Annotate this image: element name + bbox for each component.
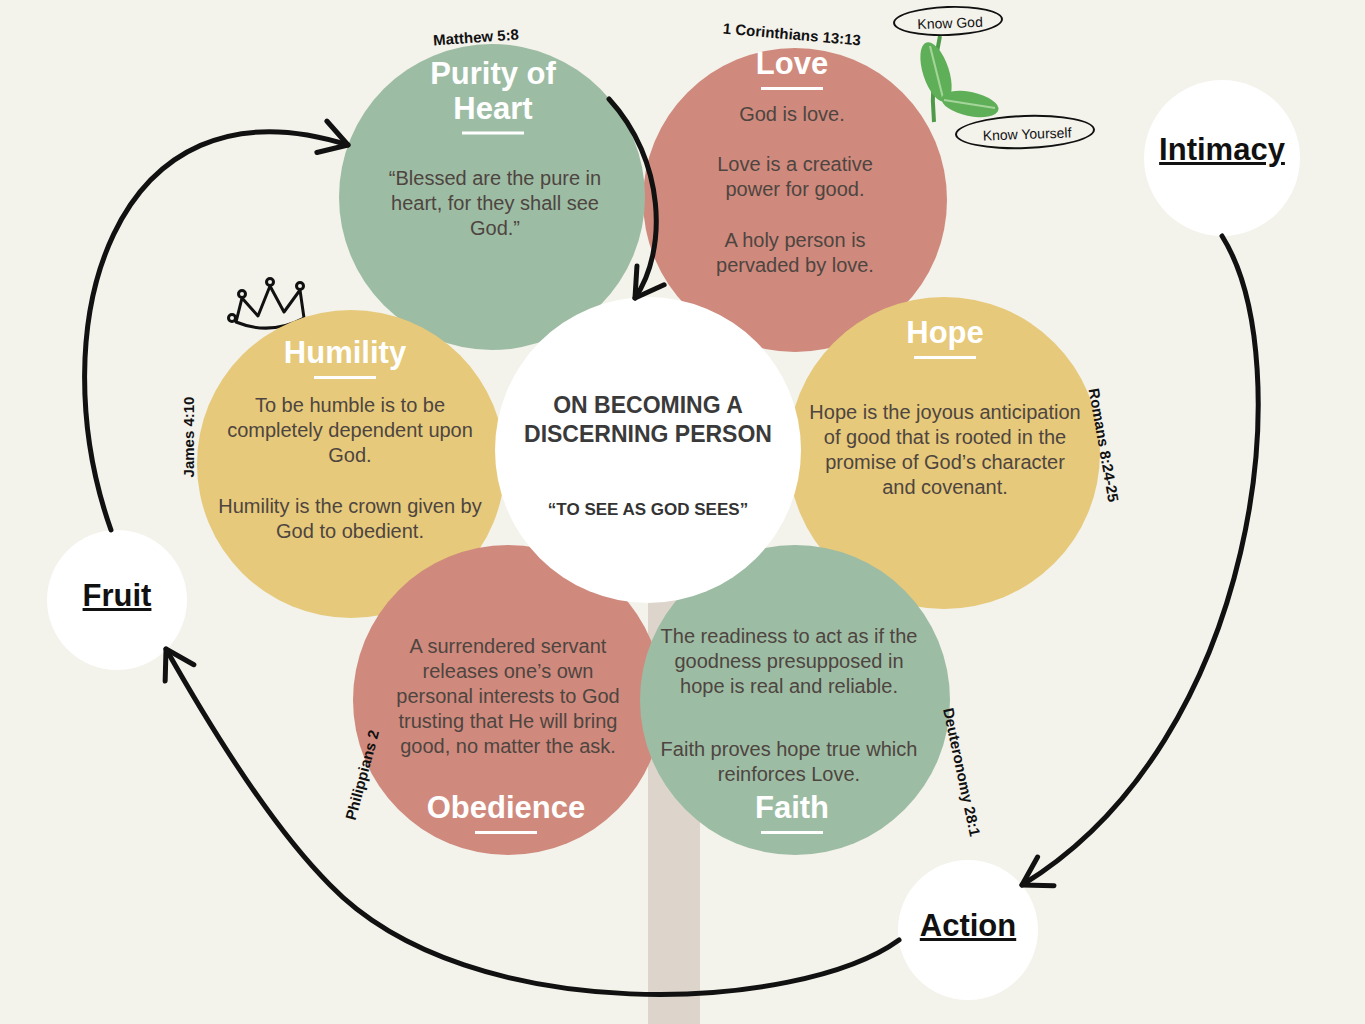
- petal-body: God is love.: [682, 102, 902, 127]
- petal-body: Love is a creative power for good.: [688, 152, 903, 202]
- petal-body: Humility is the crown given by God to ob…: [200, 494, 500, 544]
- petal-body: Hope is the joyous anticipation of good …: [809, 400, 1081, 500]
- cycle-arrow: [1022, 236, 1258, 885]
- petal-body: To be humble is to be completely depende…: [218, 393, 483, 468]
- petal-body: The readiness to act as if the goodness …: [654, 624, 924, 699]
- oval-tag: Know Yourself: [954, 113, 1095, 152]
- cycle-label: Fruit: [52, 578, 182, 614]
- petal-heading: Humility: [260, 335, 430, 379]
- oval-label: Know Yourself: [960, 124, 1094, 145]
- scripture-ref: Matthew 5:8: [401, 23, 552, 50]
- center-subtitle: “TO SEE AS GOD SEES”: [503, 500, 793, 520]
- oval-label: Know God: [898, 13, 1002, 33]
- scripture-ref: Deuteronomy 28:1: [935, 682, 989, 862]
- petal-body: A surrendered servant releases one’s own…: [386, 634, 631, 759]
- petal-heading: Purity of Heart: [393, 56, 593, 135]
- arrow-head: [317, 121, 348, 152]
- cycle-label: Action: [903, 908, 1033, 944]
- center-title: ON BECOMING A DISCERNING PERSON: [503, 391, 793, 449]
- cycle-label: Intimacy: [1147, 132, 1297, 168]
- petal-body: “Blessed are the pure in heart, for they…: [373, 166, 618, 241]
- oval-tag: Know God: [893, 4, 1004, 38]
- petal-body: A holy person is pervaded by love.: [685, 228, 905, 278]
- cycle-circle: Intimacy: [1144, 80, 1300, 236]
- scripture-ref: Romans 8:24-25: [1082, 365, 1127, 526]
- arrow-head: [1022, 857, 1054, 886]
- petal-body: Faith proves hope true which reinforces …: [659, 737, 919, 787]
- center-circle: ON BECOMING A DISCERNING PERSON “TO SEE A…: [495, 297, 801, 603]
- petal-heading: Faith: [717, 790, 867, 834]
- scripture-ref: Philippians 2: [337, 710, 387, 840]
- petal-heading: Love: [717, 46, 867, 90]
- petal-heading: Hope: [875, 315, 1015, 359]
- cycle-circle: Fruit: [47, 530, 187, 670]
- petal-heading: Obedience: [401, 790, 611, 834]
- scripture-ref: James 4:10: [180, 377, 197, 497]
- cycle-circle: Action: [898, 860, 1038, 1000]
- sprout-icon: [914, 36, 1001, 122]
- arrow-head: [165, 649, 194, 681]
